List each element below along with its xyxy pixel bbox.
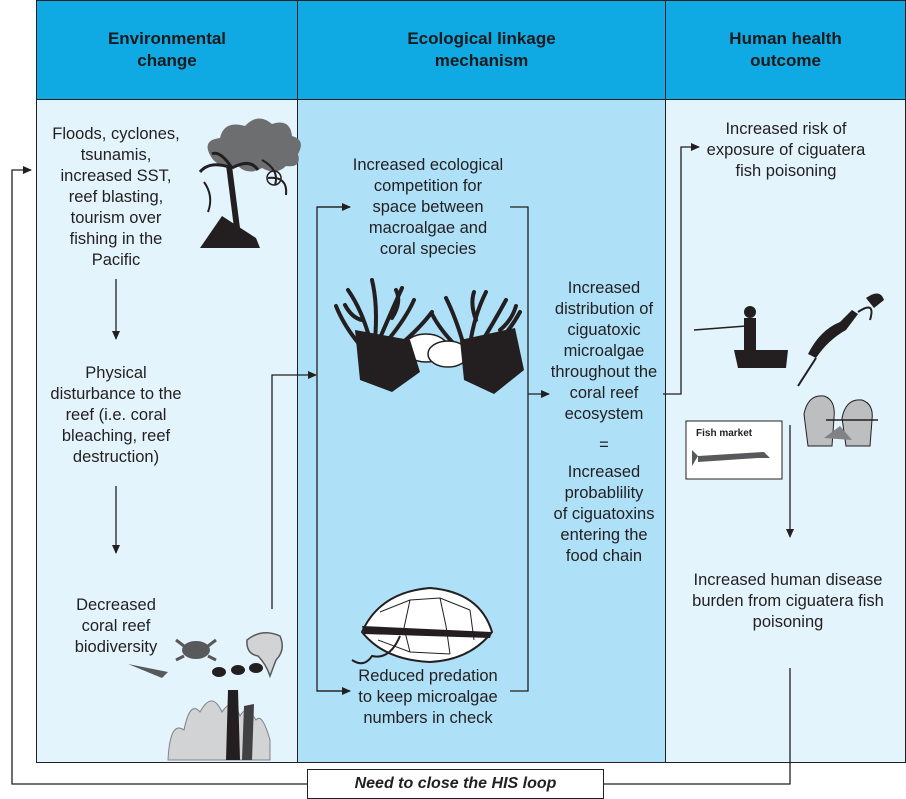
- bracket-mechanism-right: [510, 206, 529, 692]
- family-meal-icon: [803, 395, 878, 447]
- fishing-people-icon: [693, 293, 884, 387]
- storm-cloud-icon: [198, 118, 301, 248]
- header-ecological-linkage: Ecological linkage mechanism: [297, 0, 666, 100]
- bracket-mechanism-left: [316, 206, 350, 692]
- exposure-risk-text: Increased risk of exposure of ciguatera …: [706, 120, 866, 180]
- arrow-distribution-to-exposure: [663, 143, 700, 395]
- header-environmental-change: Environmental change: [36, 0, 298, 100]
- his-loop-label: Need to close the HIS loop: [307, 769, 604, 799]
- equals-sign: =: [599, 436, 609, 454]
- reef-fauna-icon: [128, 632, 283, 761]
- fish-market-label: Fish market: [696, 428, 753, 439]
- disease-burden-text: Increased human disease burden from cigu…: [692, 571, 884, 631]
- fish-market-sign: [685, 420, 783, 480]
- header-human-health: Human health outcome: [665, 0, 906, 100]
- predator-shell-icon: [351, 586, 494, 665]
- competition-text: Increased ecological competition for spa…: [352, 156, 504, 258]
- arrow-biodiversity-to-mechanism: [271, 371, 317, 609]
- coral-rock-icon: [355, 328, 524, 394]
- reduced-predation-text: Reduced predation to keep microalgae num…: [358, 667, 498, 727]
- distribution-text: Increased distribution of ciguatoxic mic…: [550, 279, 658, 423]
- drivers-text: Floods, cyclones, tsunamis, increased SS…: [52, 125, 180, 269]
- physical-disturbance-text: Physical disturbance to the reef (i.e. c…: [50, 364, 182, 466]
- decreased-biodiversity-text: Decreased coral reef biodiversity: [74, 596, 158, 656]
- probability-text: Increased probablility of ciguatoxins en…: [553, 463, 655, 565]
- column-human-health: [665, 0, 906, 763]
- loop-line-right: [598, 668, 791, 785]
- loop-arrow-left: [11, 166, 308, 785]
